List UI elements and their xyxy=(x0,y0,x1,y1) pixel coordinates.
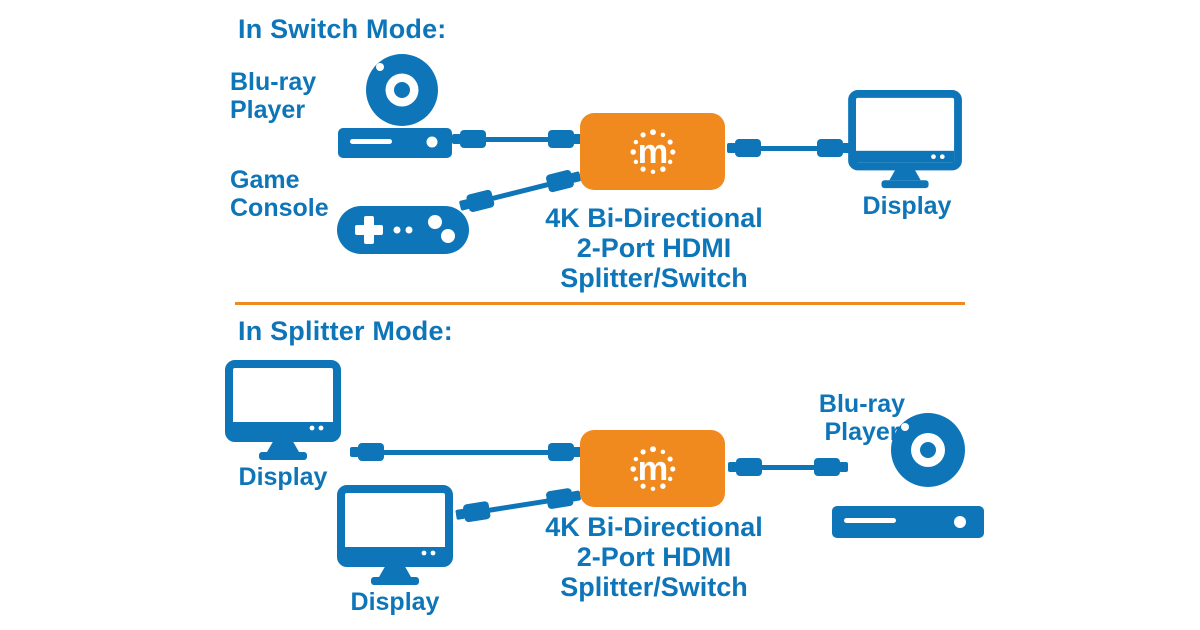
game-console-icon xyxy=(333,192,473,264)
display-icon xyxy=(337,485,457,589)
hdmi-switch-device: m xyxy=(580,113,725,190)
display-label: Display xyxy=(350,588,440,616)
cable-wire xyxy=(759,145,819,151)
cable-wire xyxy=(760,464,816,470)
game-console-label: Game Console xyxy=(230,166,329,222)
hdmi-plug-icon xyxy=(545,485,582,510)
caption-line: 2-Port HDMI xyxy=(576,233,732,263)
display-label: Display xyxy=(862,192,952,220)
hdmi-plug-icon xyxy=(727,138,761,158)
hdmi-plug-icon xyxy=(454,500,491,525)
hdmi-cable-display1-to-device xyxy=(350,442,582,462)
section-divider xyxy=(235,302,965,305)
display-icon xyxy=(225,360,345,464)
caption-line: 4K Bi-Directional xyxy=(545,512,763,542)
cable-wire xyxy=(382,449,550,455)
caption-line: Splitter/Switch xyxy=(560,263,748,293)
hdmi-cable-player-to-device xyxy=(452,129,582,149)
caption-line: 2-Port HDMI xyxy=(576,542,732,572)
splitter-mode-heading: In Splitter Mode: xyxy=(238,316,453,346)
cable-wire xyxy=(487,497,550,513)
caption-line: Splitter/Switch xyxy=(560,572,748,602)
caption-line: 4K Bi-Directional xyxy=(545,203,763,233)
hdmi-plug-icon xyxy=(452,129,486,149)
display-label: Display xyxy=(238,463,328,491)
manhattan-logo-icon: m xyxy=(622,438,684,500)
device-caption: 4K Bi-Directional 2-Port HDMI Splitter/S… xyxy=(534,512,774,602)
switch-mode-heading: In Switch Mode: xyxy=(238,14,447,44)
hdmi-plug-icon xyxy=(817,138,851,158)
hdmi-cable-device-to-display xyxy=(727,138,851,158)
bluray-player-label: Blu-ray Player xyxy=(818,390,906,446)
hdmi-plug-icon xyxy=(728,457,762,477)
device-caption: 4K Bi-Directional 2-Port HDMI Splitter/S… xyxy=(534,203,774,293)
logo-letter: m xyxy=(637,450,668,488)
hdmi-plug-icon xyxy=(545,166,583,194)
bluray-player-label: Blu-ray Player xyxy=(230,68,317,124)
hdmi-plug-icon xyxy=(548,129,582,149)
cable-wire xyxy=(484,136,550,142)
logo-letter: m xyxy=(637,133,668,171)
display-icon xyxy=(848,90,966,192)
bluray-player-icon xyxy=(828,398,988,544)
cable-wire xyxy=(490,181,550,201)
hdmi-cable-device-to-bluray xyxy=(728,457,848,477)
hdmi-plug-icon xyxy=(350,442,384,462)
bluray-player-icon xyxy=(330,46,462,162)
hdmi-plug-icon xyxy=(548,442,582,462)
hdmi-switch-device: m xyxy=(580,430,725,507)
manhattan-logo-icon: m xyxy=(622,121,684,183)
